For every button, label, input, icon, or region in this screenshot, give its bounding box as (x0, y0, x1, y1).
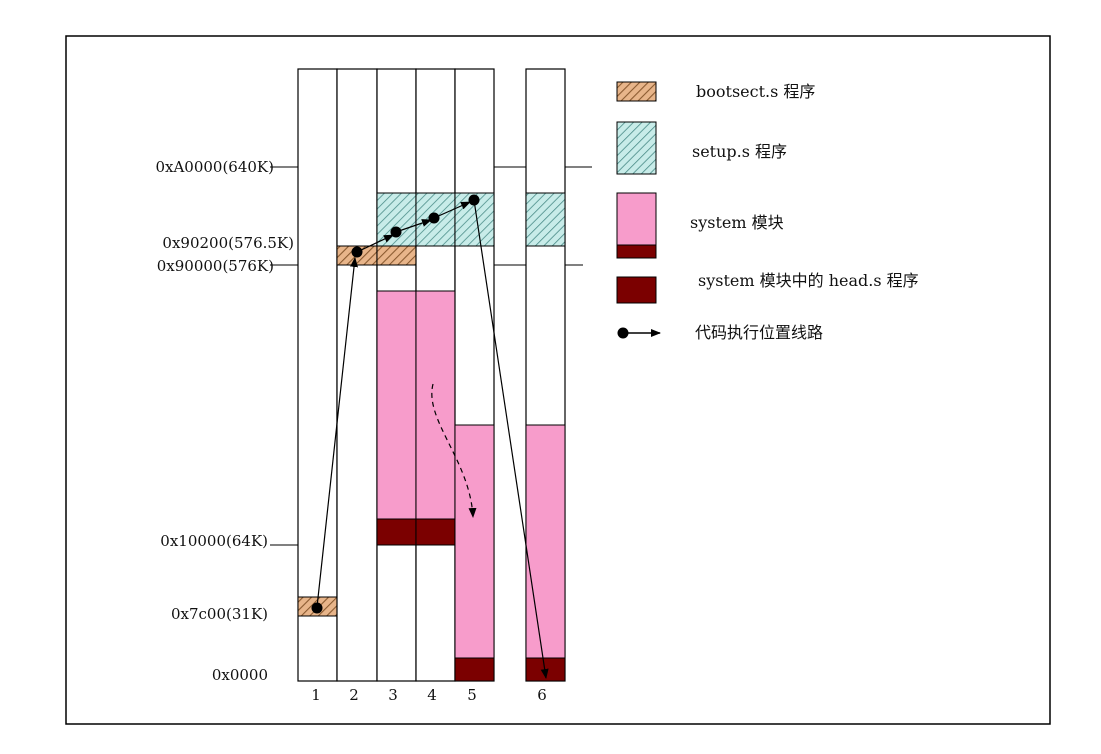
head-block-col4 (415, 518, 456, 546)
execution-points (311, 194, 480, 614)
system-block-col5 (454, 424, 495, 659)
system-block-col4 (415, 290, 456, 520)
memory-column-1 (297, 68, 338, 682)
address-label-7c00: 0x7c00(31K) (171, 605, 268, 623)
memory-column-6 (525, 68, 566, 682)
memory-column-2 (336, 68, 378, 682)
execution-path (316, 199, 549, 679)
column-label-2: 2 (349, 686, 359, 704)
legend-swatch-system-head (616, 244, 657, 259)
address-label-a0000: 0xA0000(640K) (155, 158, 274, 176)
column-label-3: 3 (388, 686, 398, 704)
address-label-0000: 0x0000 (212, 666, 268, 684)
legend-swatch-bootsect (616, 81, 657, 102)
legend-label-head: system 模块中的 head.s 程序 (698, 271, 919, 290)
memory-column-4 (415, 68, 456, 682)
legend-label-arrow: 代码执行位置线路 (695, 323, 824, 342)
legend-label-setup: setup.s 程序 (692, 142, 788, 161)
column-label-6: 6 (537, 686, 547, 704)
system-block-col6 (525, 424, 566, 659)
address-label-90200: 0x90200(576.5K) (162, 234, 294, 252)
system-block-col3 (376, 290, 417, 520)
outer-frame (65, 35, 1051, 725)
legend-swatch-setup (616, 121, 657, 175)
head-block-col3 (376, 518, 417, 546)
legend-swatch-head (616, 276, 657, 304)
legend-label-bootsect: bootsect.s 程序 (696, 82, 816, 101)
address-label-10000: 0x10000(64K) (160, 532, 268, 550)
legend-label-system: system 模块 (690, 213, 784, 232)
memory-column-5 (454, 68, 495, 682)
head-block-col5 (454, 657, 495, 682)
legend-swatch-system (616, 192, 657, 246)
system-move-dashed-arrow (431, 383, 477, 518)
setup-block-col6 (525, 192, 566, 247)
memory-column-3 (376, 68, 417, 682)
column-label-1: 1 (311, 686, 321, 704)
address-label-90000: 0x90000(576K) (157, 257, 274, 275)
bootsect-block-col3 (376, 245, 417, 266)
legend-swatch-arrow (617, 327, 661, 339)
setup-block-col3 (376, 192, 417, 247)
column-label-4: 4 (427, 686, 437, 704)
column-label-5: 5 (467, 686, 477, 704)
